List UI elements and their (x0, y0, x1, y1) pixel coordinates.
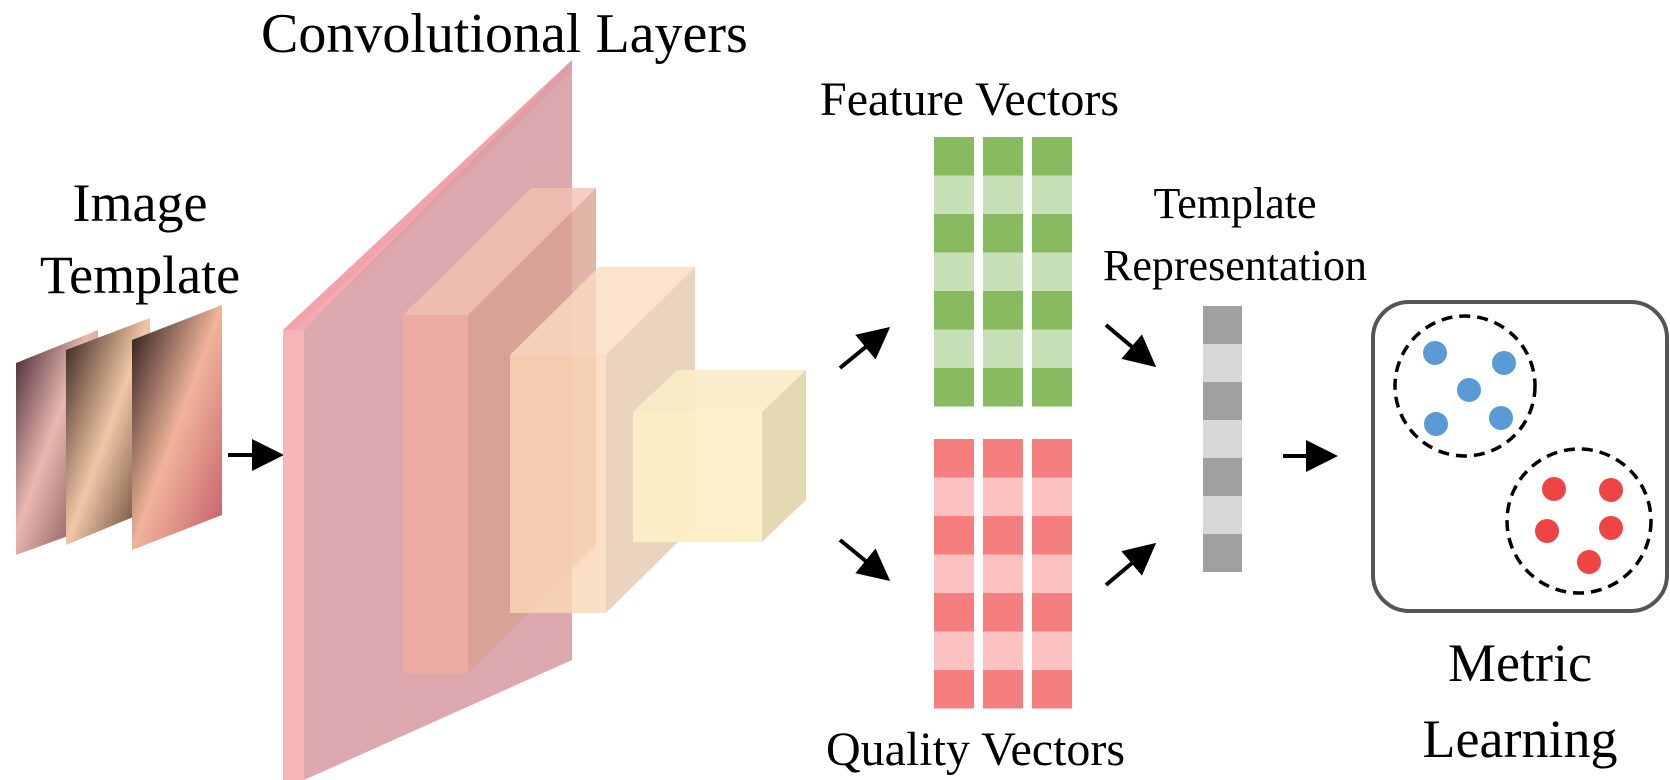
quality-vector-col2-cell6 (983, 631, 1023, 670)
conv-layer-1-front (283, 330, 304, 780)
quality-vector-col1-cell3 (934, 516, 974, 555)
quality-vector-col1-cell7 (934, 670, 974, 709)
blue-cluster-point-1 (1423, 341, 1447, 365)
metric-learning-title-line1: Metric (1448, 633, 1592, 693)
feature-vectors-title: Feature Vectors (820, 73, 1120, 126)
template-representation-cell2 (1203, 344, 1242, 382)
conv-layer-1-side (283, 60, 572, 330)
feature-vector-col2-cell6 (983, 329, 1023, 368)
face-photo-3 (132, 305, 222, 550)
feature-vector-col2-cell3 (983, 214, 1023, 253)
red-cluster-point-5 (1577, 550, 1601, 574)
feature-vector-col3-cell1 (1032, 137, 1072, 176)
blue-cluster-boundary (1393, 314, 1537, 458)
red-cluster-point-1 (1542, 477, 1566, 501)
quality-vector-col1-cell1 (934, 439, 974, 478)
arrow-feature-to-template (1104, 323, 1157, 368)
blue-cluster-point-5 (1489, 406, 1513, 430)
feature-vector-col1-cell7 (934, 368, 974, 407)
blue-cluster-point-4 (1424, 412, 1448, 436)
feature-vector-col3-cell4 (1032, 252, 1072, 291)
quality-vector-col3-cell6 (1032, 631, 1072, 670)
quality-vector-col3-cell3 (1032, 516, 1072, 555)
quality-vectors-title: Quality Vectors (826, 723, 1126, 776)
quality-vectors (934, 439, 1072, 709)
feature-vector-col1-cell1 (934, 137, 974, 176)
conv-layers-title: Convolutional Layers (261, 3, 748, 65)
feature-vector-col1-cell4 (934, 252, 974, 291)
quality-vector-col1-cell6 (934, 631, 974, 670)
template-representation-cell1 (1203, 306, 1242, 344)
metric-learning-frame (1371, 300, 1669, 613)
feature-vector-col3-cell6 (1032, 329, 1072, 368)
feature-vector-col3-cell2 (1032, 175, 1072, 214)
quality-vector-col3-cell2 (1032, 477, 1072, 516)
face-photo-2 (66, 318, 150, 545)
feature-vector-col2-cell5 (983, 291, 1023, 330)
template-representation-cell3 (1203, 382, 1242, 420)
conv-layer-4-front (633, 412, 762, 542)
red-cluster-point-2 (1599, 478, 1623, 502)
arrow-conv-to-quality (838, 538, 891, 582)
red-cluster-boundary (1505, 447, 1653, 595)
feature-vector-col1-cell5 (934, 291, 974, 330)
quality-vector-col3-cell4 (1032, 554, 1072, 593)
conv-layer-2-front (403, 315, 468, 673)
template-representation-cell7 (1203, 534, 1242, 572)
conv-layer-4 (633, 370, 806, 542)
conv-layer-4-top (633, 370, 806, 412)
metric-learning-box (1371, 300, 1669, 613)
conv-layer-2-top (403, 188, 596, 315)
quality-vector-col1-cell5 (934, 593, 974, 632)
quality-vector-col2-cell2 (983, 477, 1023, 516)
feature-vector-col1-cell3 (934, 214, 974, 253)
arrow-conv-to-feature (838, 326, 891, 370)
conv-layer-3-top (510, 267, 695, 355)
blue-cluster-points (1423, 341, 1516, 436)
red-cluster-points (1535, 477, 1623, 574)
conv-layer-3-front (510, 355, 606, 613)
quality-vector-col2-cell7 (983, 670, 1023, 709)
feature-vector-col3-cell3 (1032, 214, 1072, 253)
quality-vector-col3-cell1 (1032, 439, 1072, 478)
quality-vector-col3-cell5 (1032, 593, 1072, 632)
template-representation-cell6 (1203, 496, 1242, 534)
quality-vector-col2-cell5 (983, 593, 1023, 632)
image-template-title-line2: Template (39, 245, 241, 305)
template-representation-cell5 (1203, 458, 1242, 496)
metric-learning-title-line2: Learning (1422, 709, 1618, 769)
quality-vector-col2-cell3 (983, 516, 1023, 555)
feature-vectors (934, 137, 1072, 407)
arrow-quality-to-template (1104, 542, 1157, 587)
red-cluster-point-4 (1599, 516, 1623, 540)
quality-vector-col3-cell7 (1032, 670, 1072, 709)
feature-vector-col2-cell7 (983, 368, 1023, 407)
template-representation-cell4 (1203, 420, 1242, 458)
blue-cluster-point-2 (1492, 351, 1516, 375)
quality-vector-col1-cell4 (934, 554, 974, 593)
blue-cluster-point-3 (1457, 378, 1481, 402)
quality-vector-col2-cell1 (983, 439, 1023, 478)
template-representation (1203, 306, 1242, 572)
image-template-title-line1: Image (72, 173, 208, 233)
feature-vector-col3-cell7 (1032, 368, 1072, 407)
feature-vector-col1-cell2 (934, 175, 974, 214)
quality-vector-col1-cell2 (934, 477, 974, 516)
image-template-stack (16, 305, 222, 555)
template-representation-title-line2: Representation (1103, 241, 1367, 290)
quality-vector-col2-cell4 (983, 554, 1023, 593)
feature-vector-col2-cell1 (983, 137, 1023, 176)
conv-layer-4-side (762, 370, 806, 542)
conv-layers (283, 60, 806, 780)
feature-vector-col1-cell6 (934, 329, 974, 368)
template-representation-title-line1: Template (1153, 179, 1317, 228)
feature-vector-col2-cell2 (983, 175, 1023, 214)
feature-vector-col2-cell4 (983, 252, 1023, 291)
feature-vector-col3-cell5 (1032, 291, 1072, 330)
red-cluster-point-3 (1535, 519, 1559, 543)
